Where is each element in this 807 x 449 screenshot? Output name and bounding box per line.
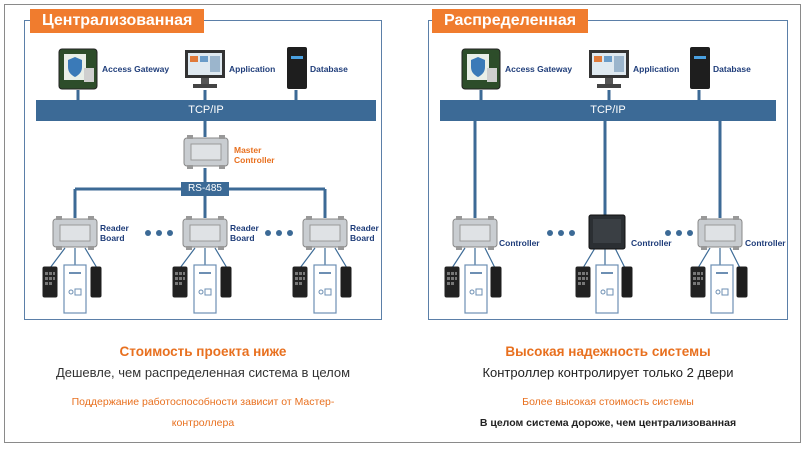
- left-application-label: Application: [229, 64, 276, 74]
- left-database-label: Database: [310, 64, 348, 74]
- exit-reader-icon: [490, 266, 502, 298]
- right-application-label: Application: [633, 64, 680, 74]
- reader-board-icon: [52, 216, 98, 250]
- left-caption-line2: Поддержание работоспособности зависит от…: [71, 396, 335, 408]
- door-icon: [313, 264, 337, 314]
- controller-label: Controller: [745, 238, 786, 248]
- right-caption-line1: Контроллер контролирует только 2 двери: [482, 365, 734, 380]
- reader-board-label: Reader Board: [350, 223, 379, 243]
- ellipsis-icon: [145, 230, 173, 236]
- left-tcpip-bus: TCP/IP: [36, 100, 376, 121]
- exit-reader-icon: [220, 266, 232, 298]
- exit-reader-icon: [621, 266, 633, 298]
- controller-panel-icon: [588, 214, 626, 250]
- left-gateway-label: Access Gateway: [102, 64, 170, 74]
- door-icon: [595, 264, 619, 314]
- master-controller-label: Master Controller: [234, 145, 275, 165]
- keypad-reader-icon: [292, 266, 308, 298]
- left-caption-line1: Дешевле, чем распределенная система в це…: [55, 365, 351, 380]
- rs485-bus-label: RS-485: [181, 182, 229, 196]
- database-server-icon: [287, 47, 307, 89]
- keypad-reader-icon: [690, 266, 706, 298]
- door-icon: [464, 264, 488, 314]
- right-database-label: Database: [713, 64, 751, 74]
- controller-label: Controller: [499, 238, 540, 248]
- controller-label: Controller: [631, 238, 672, 248]
- distributed-panel: [428, 20, 788, 320]
- left-caption-line3: контроллера: [171, 417, 235, 429]
- reader-board-label: Reader Board: [230, 223, 259, 243]
- right-gateway-label: Access Gateway: [505, 64, 573, 74]
- access-gateway-icon: [58, 48, 98, 90]
- ellipsis-icon: [547, 230, 575, 236]
- application-monitor-icon: [185, 50, 225, 88]
- reader-board-icon: [182, 216, 228, 250]
- centralized-title: Централизованная: [30, 9, 205, 33]
- right-caption-headline: Высокая надежность системы: [505, 344, 711, 359]
- right-caption-line2: Более высокая стоимость системы: [522, 396, 694, 408]
- door-icon: [63, 264, 87, 314]
- exit-reader-icon: [90, 266, 102, 298]
- database-server-icon: [690, 47, 710, 89]
- controller-icon: [697, 216, 743, 250]
- ellipsis-icon: [265, 230, 293, 236]
- outer-frame: [4, 4, 801, 443]
- access-gateway-icon: [461, 48, 501, 90]
- master-controller-icon: [183, 135, 229, 169]
- left-caption-headline: Стоимость проекта ниже: [119, 344, 287, 359]
- door-icon: [710, 264, 734, 314]
- door-icon: [193, 264, 217, 314]
- right-caption-line3: В целом система дороже, чем централизова…: [479, 417, 737, 429]
- reader-board-icon: [302, 216, 348, 250]
- reader-board-label: Reader Board: [100, 223, 129, 243]
- exit-reader-icon: [340, 266, 352, 298]
- ellipsis-icon: [665, 230, 693, 236]
- distributed-title: Распределенная: [432, 9, 589, 33]
- exit-reader-icon: [736, 266, 748, 298]
- right-tcpip-bus: TCP/IP: [440, 100, 776, 121]
- controller-icon: [452, 216, 498, 250]
- keypad-reader-icon: [172, 266, 188, 298]
- keypad-reader-icon: [42, 266, 58, 298]
- keypad-reader-icon: [444, 266, 460, 298]
- application-monitor-icon: [589, 50, 629, 88]
- keypad-reader-icon: [575, 266, 591, 298]
